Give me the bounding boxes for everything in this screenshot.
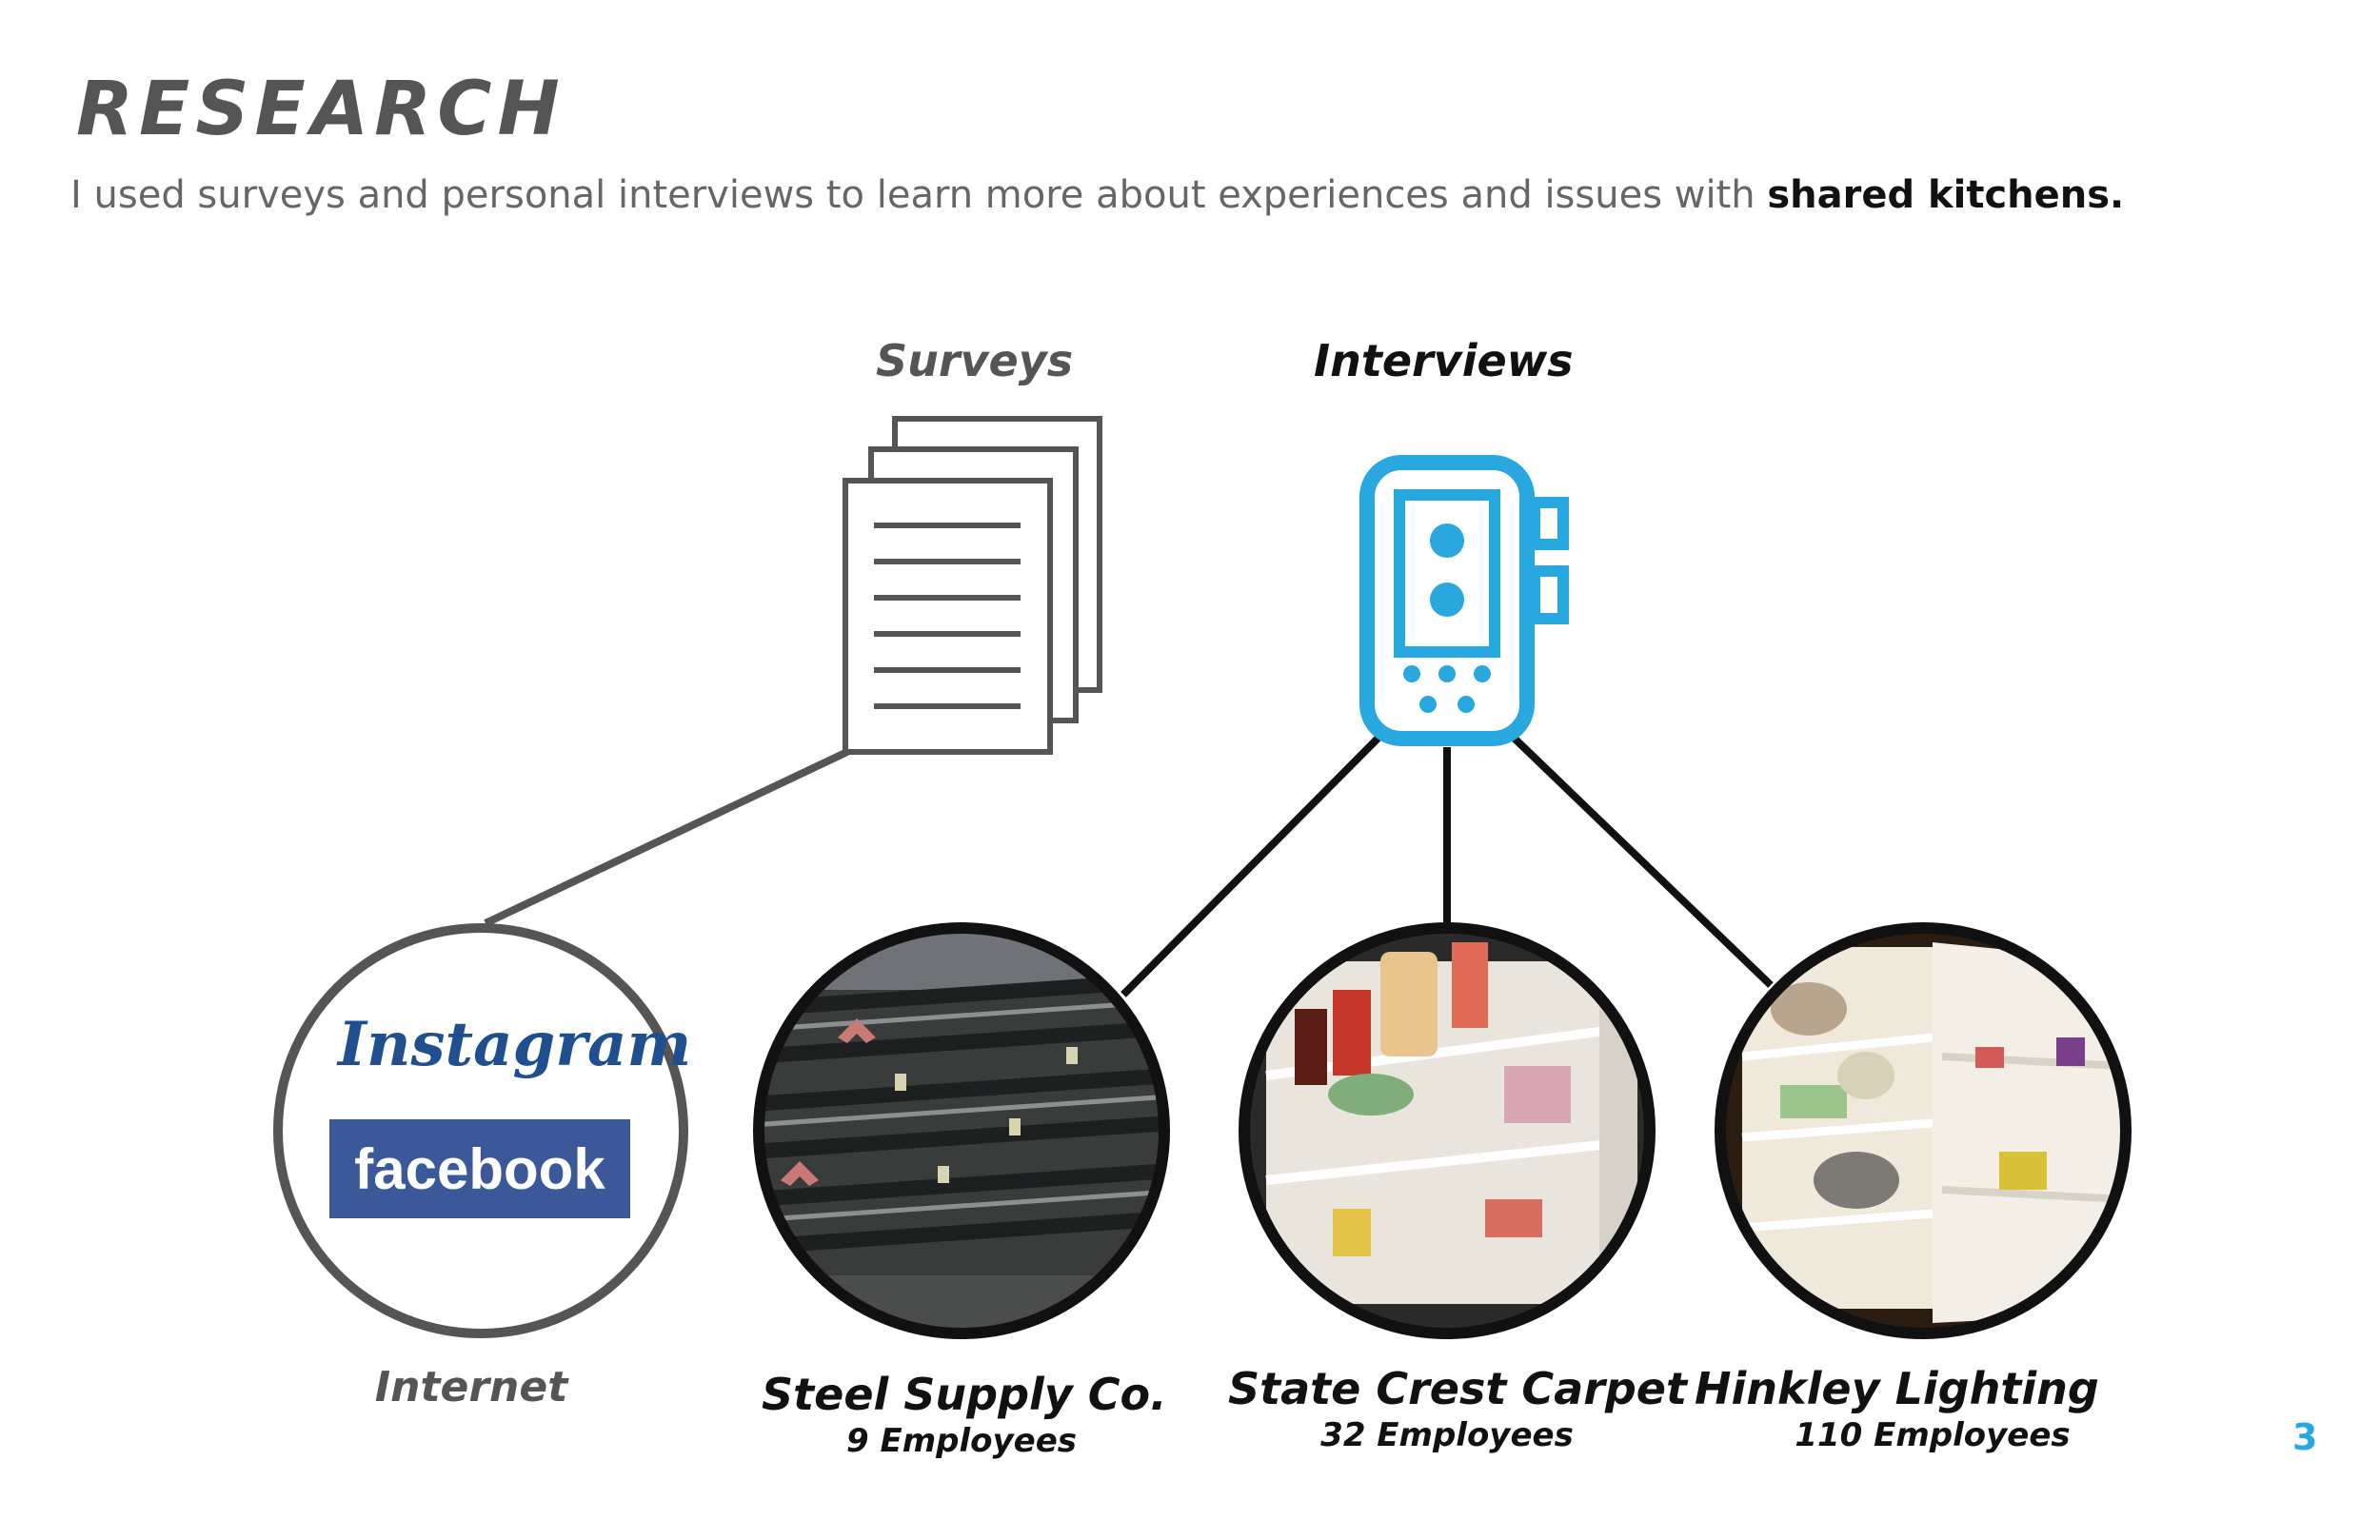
documents-stack-icon	[843, 416, 1102, 755]
page-title: RESEARCH	[76, 67, 565, 152]
source-detail-state-crest-carpet: 32 Employees	[1320, 1416, 1574, 1454]
source-detail-hinkley-lighting: 110 Employees	[1795, 1416, 2071, 1454]
source-name-hinkley-lighting: Hinkley Lighting	[1695, 1363, 2099, 1414]
source-name-steel-supply: Steel Supply Co.	[762, 1369, 1167, 1420]
connector-surveys-internet	[484, 748, 849, 927]
subtitle-text: I used surveys and personal interviews t…	[70, 173, 1755, 217]
facebook-logo-text: facebook	[354, 1136, 605, 1201]
page-subtitle: I used surveys and personal interviews t…	[70, 173, 2124, 217]
connector-interviews-steel	[1121, 735, 1381, 997]
connector-interviews-hinkley	[1511, 735, 1774, 988]
voice-recorder-icon	[1359, 455, 1569, 746]
source-detail-steel-supply: 9 Employees	[845, 1422, 1078, 1460]
facebook-logo: facebook	[329, 1119, 630, 1218]
source-name-state-crest-carpet: State Crest Carpet	[1228, 1363, 1687, 1414]
source-name-internet: Internet	[374, 1363, 568, 1412]
steel-supply-photo	[753, 922, 1170, 1339]
subtitle-emphasis: shared kitchens.	[1767, 173, 2125, 217]
instagram-logo: Instagram	[338, 1009, 692, 1080]
surveys-label: Surveys	[876, 335, 1074, 386]
hinkley-lighting-photo	[1715, 922, 2132, 1339]
state-crest-carpet-photo	[1239, 922, 1656, 1339]
page-number: 3	[2292, 1416, 2318, 1458]
interviews-label: Interviews	[1314, 335, 1574, 386]
